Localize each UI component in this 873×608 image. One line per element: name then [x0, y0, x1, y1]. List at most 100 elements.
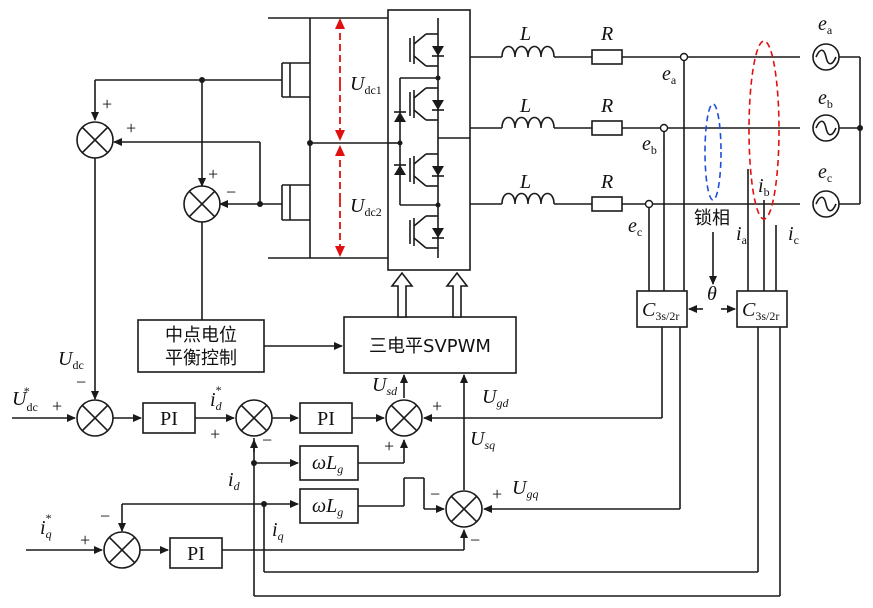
id-label: id — [228, 469, 241, 493]
voltage-sense-ellipse — [704, 103, 722, 201]
svg-text:ωLg: ωLg — [312, 452, 343, 476]
svg-text:PI: PI — [187, 543, 205, 565]
ac-source-c — [812, 190, 840, 218]
resistor-label-a: R — [600, 23, 613, 45]
inductor-label-a: L — [519, 23, 531, 45]
ec-source-label: ec — [818, 161, 832, 185]
svg-text:PI: PI — [160, 408, 178, 430]
pll-label: 锁相 — [694, 208, 730, 229]
svg-text:+: + — [52, 396, 62, 416]
igbt-1 — [409, 33, 444, 67]
phase-line-a — [470, 43, 860, 71]
ac-lines: L L L R R R ea eb ec ea eb ec ib ia ic 锁… — [470, 13, 863, 291]
gate-arrow-2 — [445, 271, 469, 318]
inductor-a — [501, 45, 555, 58]
svg-text:C3s/2r: C3s/2r — [742, 299, 779, 323]
signal-labels: Udc Udc* id* id iq iq* Usd Usq Ugd Ugq +… — [12, 94, 538, 550]
inductor-label-b: L — [519, 95, 531, 117]
phase-line-c — [470, 190, 860, 218]
resistor-label-c: R — [600, 171, 613, 193]
pi-block-dc — [142, 402, 196, 434]
capacitor-dc1 — [281, 62, 310, 98]
phase-line-b — [470, 114, 860, 142]
ugq-label: Ugq — [512, 477, 538, 501]
inductor-b — [501, 116, 555, 129]
svg-text:+: + — [210, 424, 220, 444]
udc2-label: Udc2 — [350, 195, 382, 219]
resistor-a — [591, 49, 623, 65]
sum-junction-usd — [385, 399, 423, 437]
c3s2r-block-current — [736, 290, 788, 328]
resistor-label-b: R — [600, 95, 613, 117]
id-ref-label: id* — [210, 383, 223, 413]
svg-text:−: − — [100, 506, 110, 526]
svg-text:+: + — [208, 164, 218, 184]
svg-text:−: − — [226, 182, 236, 202]
iq-ref-label: iq* — [40, 511, 52, 541]
signal-wires — [12, 77, 781, 597]
eb-node-label: eb — [642, 133, 657, 157]
three-level-bridge — [387, 9, 471, 271]
ac-source-b — [812, 114, 840, 142]
sum-junction-usq — [445, 490, 483, 528]
resistor-b — [591, 120, 623, 136]
theta-label: θ — [707, 283, 717, 305]
capacitor-dc2 — [281, 184, 310, 221]
udc-label: Udc — [58, 348, 84, 372]
igbt-3 — [409, 153, 444, 187]
ib-label: ib — [758, 175, 770, 199]
pi-block-d — [299, 402, 353, 434]
svg-text:−: − — [76, 372, 86, 392]
transform-blocks: C3s/2r C3s/2r θ — [636, 283, 788, 328]
control-blocks: 中点电位 平衡控制 三电平SVPWM PI PI PI ωLg ωLg — [137, 271, 517, 569]
ec-node-label: ec — [628, 215, 642, 239]
sum-junction-dc-diff — [183, 185, 221, 223]
gate-arrow-1 — [390, 271, 414, 318]
ugd-label: Ugd — [482, 386, 509, 410]
svpwm-block — [343, 316, 517, 374]
sum-junction-udc — [76, 399, 114, 437]
svg-text:−: − — [262, 430, 272, 450]
igbt-4 — [409, 215, 444, 249]
sum-junction-iq — [103, 531, 141, 569]
ac-source-a — [812, 43, 840, 71]
ic-label: ic — [788, 223, 799, 247]
svg-text:三电平SVPWM: 三电平SVPWM — [369, 336, 491, 357]
wlg-block-bottom — [299, 488, 359, 524]
iq-label: iq — [272, 519, 284, 543]
svg-text:+: + — [80, 530, 90, 550]
udc-ref-label: Udc* — [12, 384, 38, 414]
svg-text:+: + — [492, 484, 502, 504]
svg-text:+: + — [384, 436, 394, 456]
svg-text:PI: PI — [317, 408, 335, 430]
c3s2r-block-voltage — [636, 290, 688, 328]
svg-text:+: + — [126, 118, 136, 138]
sum-junction-dc-total — [76, 121, 114, 159]
udc1-label: Udc1 — [350, 73, 382, 97]
inductor-label-c: L — [519, 171, 531, 193]
ea-node-label: ea — [662, 63, 677, 87]
svg-text:−: − — [470, 530, 480, 550]
svg-text:中点电位: 中点电位 — [165, 325, 237, 346]
clamp-diode — [394, 103, 406, 131]
usd-label: Usd — [372, 374, 398, 398]
svg-text:C3s/2r: C3s/2r — [642, 299, 679, 323]
summing-junctions — [76, 121, 483, 569]
usq-label: Usq — [470, 428, 495, 452]
pi-block-q — [169, 537, 223, 569]
svg-text:平衡控制: 平衡控制 — [165, 348, 237, 369]
clamp-diode — [394, 156, 406, 184]
resistor-c — [591, 196, 623, 212]
eb-source-label: eb — [818, 87, 833, 111]
current-sense-ellipse — [748, 40, 780, 220]
dc-link: Udc1 Udc2 — [268, 17, 388, 259]
ea-source-label: ea — [818, 13, 833, 37]
igbt-2 — [409, 87, 444, 121]
svg-text:ωLg: ωLg — [312, 495, 343, 519]
svg-text:+: + — [432, 396, 442, 416]
svg-text:−: − — [430, 484, 440, 504]
svg-text:+: + — [102, 94, 112, 114]
ia-label: ia — [736, 223, 748, 247]
inductor-c — [501, 192, 555, 205]
